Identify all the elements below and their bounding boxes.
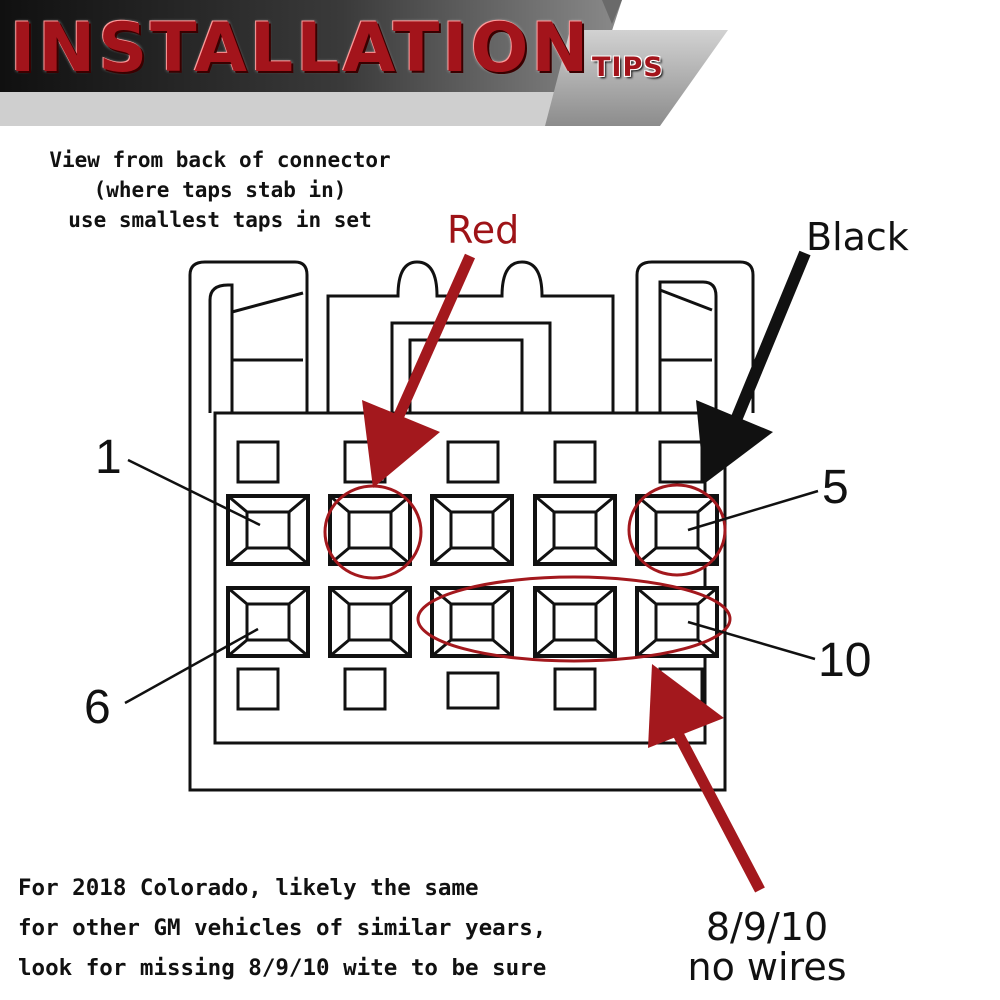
pin6-leader-line bbox=[124, 627, 259, 705]
pins-8-9-10-highlight-ellipse bbox=[416, 575, 732, 663]
bottom-square-row bbox=[236, 667, 704, 711]
pin-terminal-3 bbox=[430, 494, 514, 566]
small-square bbox=[658, 440, 704, 484]
pin-terminal-6 bbox=[226, 586, 310, 658]
pin-terminal-2 bbox=[328, 494, 412, 566]
pin-terminal-1 bbox=[226, 494, 310, 566]
pin-terminal-4 bbox=[533, 494, 617, 566]
pin-terminal-7 bbox=[328, 586, 412, 658]
pin-terminal-10 bbox=[635, 586, 719, 658]
left-latch bbox=[188, 260, 309, 413]
top-key-outer bbox=[390, 321, 552, 413]
pin-terminal-9 bbox=[533, 586, 617, 658]
pin-grid bbox=[226, 494, 719, 658]
missing-pins-callout: 8/9/10 no wires bbox=[672, 907, 862, 987]
connector-housing bbox=[188, 260, 755, 792]
connector-face bbox=[213, 411, 707, 745]
pin-terminal-8 bbox=[430, 586, 514, 658]
small-square bbox=[236, 440, 280, 484]
small-square bbox=[446, 440, 500, 484]
pin-terminal-5 bbox=[635, 494, 719, 566]
pin5-highlight-circle bbox=[627, 483, 727, 577]
housing-outline bbox=[188, 413, 727, 792]
pin-1-label: 1 bbox=[95, 431, 122, 484]
view-note-line: (where taps stab in) bbox=[93, 178, 347, 202]
callout-arrows bbox=[362, 250, 811, 893]
view-note-line: View from back of connector bbox=[49, 148, 391, 172]
left-latch-inner bbox=[208, 283, 234, 413]
vehicle-note-line: look for missing 8/9/10 wite to be sure bbox=[18, 955, 547, 981]
top-body bbox=[326, 260, 615, 413]
pin-5-label: 5 bbox=[822, 461, 849, 514]
banner-background bbox=[0, 0, 728, 126]
vehicle-note-line: For 2018 Colorado, likely the same bbox=[18, 875, 479, 901]
black-arrow-icon bbox=[696, 250, 811, 484]
small-square bbox=[446, 671, 500, 710]
banner-tips-badge: TIPS bbox=[592, 52, 664, 83]
small-square bbox=[553, 667, 597, 711]
pin-10-label: 10 bbox=[818, 634, 872, 687]
top-square-row bbox=[236, 440, 704, 484]
missing-pins-note: no wires bbox=[687, 945, 847, 989]
top-key-inner bbox=[408, 338, 524, 413]
leader-lines bbox=[124, 458, 819, 705]
pin1-leader-line bbox=[127, 458, 261, 527]
missing-pins-arrow-icon bbox=[648, 664, 765, 893]
view-note-line: use smallest taps in set bbox=[68, 208, 372, 232]
banner-title: INSTALLATION bbox=[10, 9, 592, 88]
header-banner: INSTALLATION TIPS bbox=[0, 0, 1000, 130]
missing-pins-numbers: 8/9/10 bbox=[705, 905, 829, 949]
small-square bbox=[553, 440, 597, 484]
red-arrow-icon bbox=[362, 253, 476, 488]
right-latch-inner bbox=[658, 280, 718, 413]
vehicle-note: For 2018 Colorado, likely the same for o… bbox=[18, 868, 546, 988]
small-square bbox=[236, 667, 280, 711]
small-square bbox=[343, 667, 387, 711]
pin10-leader-line bbox=[687, 620, 816, 661]
pin5-leader-line bbox=[687, 489, 819, 532]
view-instructions: View from back of connector (where taps … bbox=[0, 145, 440, 235]
red-wire-label: Red bbox=[447, 208, 520, 252]
left-latch-lines bbox=[231, 291, 304, 362]
pin-6-label: 6 bbox=[84, 681, 111, 734]
black-wire-label: Black bbox=[806, 215, 909, 259]
right-latch-lines bbox=[659, 288, 713, 362]
vehicle-note-line: for other GM vehicles of similar years, bbox=[18, 915, 547, 941]
right-latch bbox=[635, 260, 755, 413]
